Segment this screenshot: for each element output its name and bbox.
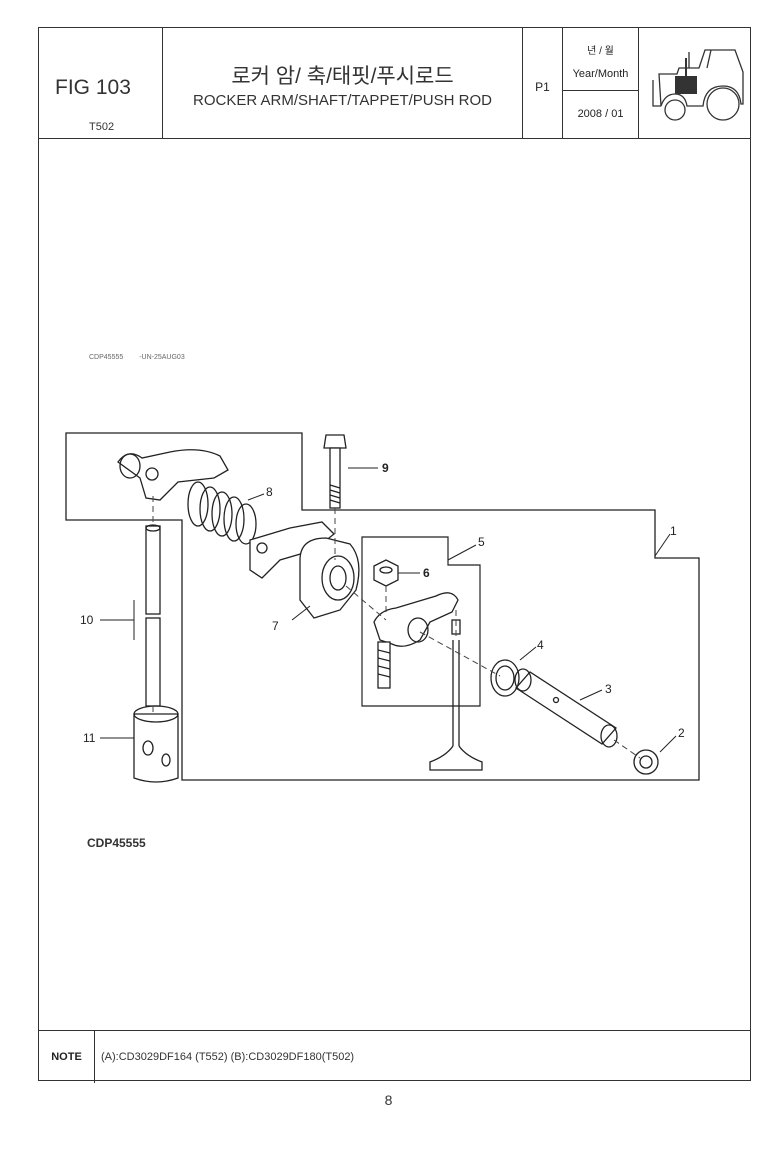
diagram-caption: CDP45555: [87, 836, 146, 850]
callout-8: 8: [266, 485, 273, 499]
callout-2: 2: [678, 726, 685, 740]
adjusting-screw: [377, 641, 391, 689]
assembly-outline: [65, 432, 700, 781]
note-label: NOTE: [39, 1031, 95, 1083]
fig-cell: FIG 103 T502: [39, 28, 163, 138]
parts-sheet: FIG 103 T502 로커 암/ 축/태핏/푸시로드 ROCKER ARM/…: [38, 27, 751, 1083]
nut-part: [373, 559, 399, 587]
tappet-part: [133, 705, 179, 783]
callout-labels: 9 8 1 5 6 7 4 3 2 10 11: [80, 461, 685, 745]
end-plug-part: [633, 749, 659, 775]
date-label: Year/Month: [572, 68, 629, 80]
date-divider: [563, 90, 638, 91]
rocker-arm-part: [373, 592, 461, 647]
valve-part: [429, 640, 483, 771]
date-value: 2008 / 01: [577, 108, 624, 120]
push-rod-part: [145, 524, 161, 707]
rocker-arm-left: [117, 449, 229, 501]
header-block: FIG 103 T502 로커 암/ 축/태핏/푸시로드 ROCKER ARM/…: [39, 28, 750, 139]
callout-11: 11: [83, 731, 96, 745]
callout-4: 4: [537, 638, 544, 652]
title-cell: 로커 암/ 축/태핏/푸시로드 ROCKER ARM/SHAFT/TAPPET/…: [163, 28, 523, 138]
callout-3: 3: [605, 682, 612, 696]
callout-9: 9: [382, 461, 389, 475]
callout-10: 10: [80, 613, 94, 627]
callout-6: 6: [423, 566, 430, 580]
ref-date-stamp: -UN-25AUG03: [139, 354, 185, 361]
rocker-shaft-part: [514, 668, 618, 748]
title-korean: 로커 암/ 축/태핏/푸시로드: [231, 65, 454, 88]
rocker-subassembly-outline: [361, 536, 481, 707]
bolt-part: [323, 434, 347, 509]
page-code: P1: [535, 80, 550, 94]
callout-7: 7: [272, 619, 279, 633]
page-cell: P1: [523, 28, 563, 138]
callout-5: 5: [478, 535, 485, 549]
rocker-bracket: [299, 537, 360, 619]
fig-number: FIG 103: [55, 76, 131, 99]
page-number: 8: [384, 1092, 393, 1108]
note-text: (A):CD3029DF164 (T552) (B):CD3029DF180(T…: [101, 1051, 355, 1063]
ref-code: CDP45555: [89, 354, 124, 361]
spring-part: [187, 481, 257, 545]
thumbnail-cell: [639, 28, 752, 138]
callout-1: 1: [670, 524, 677, 538]
date-cell: 년 / 월 Year/Month 2008 / 01: [563, 28, 639, 138]
note-row: NOTE (A):CD3029DF164 (T552) (B):CD3029DF…: [39, 1030, 750, 1083]
reference-stamp: CDP45555 -UN-25AUG03: [89, 354, 199, 361]
model-code: T502: [89, 121, 115, 133]
tractor-icon: [652, 49, 744, 121]
date-label-korean: 년 / 월: [587, 46, 614, 57]
washer-part: [490, 659, 520, 697]
title-english: ROCKER ARM/SHAFT/TAPPET/PUSH ROD: [193, 92, 492, 109]
